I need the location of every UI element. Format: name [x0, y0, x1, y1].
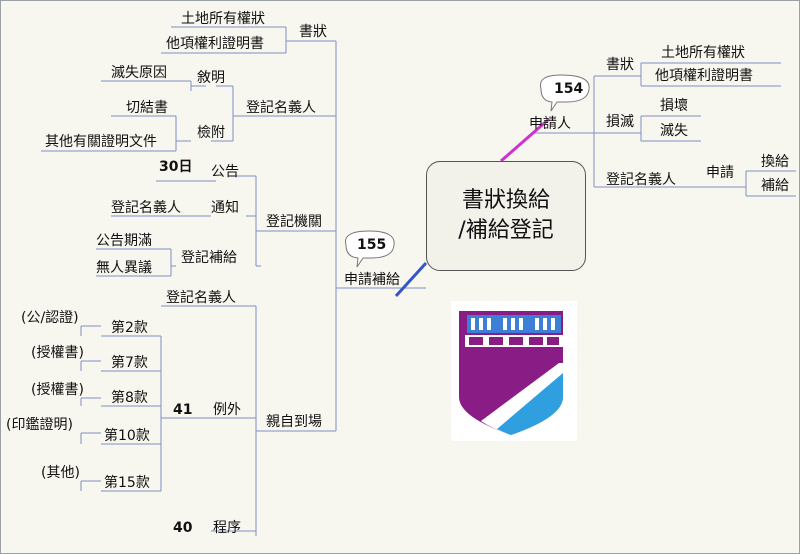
node-office: 登記機關	[266, 214, 322, 230]
node-right-land-deed: 土地所有權狀	[661, 45, 745, 61]
central-line-2: /補給登記	[458, 218, 554, 243]
node-period-end: 公告期滿	[96, 233, 152, 249]
node-left-other-cert: 他項權利證明書	[166, 36, 264, 52]
logo	[451, 301, 577, 441]
node-apply-replace: 申請補給	[344, 272, 400, 288]
node-left-registrant-2: 登記名義人	[166, 290, 236, 306]
bubble-155: 155	[357, 237, 387, 253]
node-30-days: 30日	[159, 159, 193, 175]
node-replace: 補給	[761, 178, 789, 194]
node-item-15: 第15款	[104, 475, 150, 491]
node-damaged: 損壞	[660, 98, 688, 114]
node-notify: 通知	[211, 200, 239, 216]
node-left-registrant: 登記名義人	[246, 100, 316, 116]
node-note-2: (公/認證)	[21, 310, 79, 326]
node-note-7: (授權書)	[31, 345, 84, 361]
node-lost: 滅失	[660, 123, 688, 139]
node-statement: 敘明	[197, 70, 225, 86]
node-no-objection: 無人異議	[96, 260, 152, 276]
node-exception: 例外	[213, 402, 241, 418]
node-procedure-number: 40	[173, 520, 193, 536]
node-notify-target: 登記名義人	[111, 200, 181, 216]
node-right-other-cert: 他項權利證明書	[655, 68, 753, 84]
node-right-registrant: 登記名義人	[606, 172, 676, 188]
node-left-land-deed: 土地所有權狀	[181, 11, 265, 27]
node-item-7: 第7款	[111, 355, 148, 371]
node-left-title-deed: 書狀	[299, 24, 327, 40]
node-announce: 公告	[211, 164, 239, 180]
node-item-10: 第10款	[104, 428, 150, 444]
node-item-2: 第2款	[111, 320, 148, 336]
node-loss-reason: 滅失原因	[111, 65, 167, 81]
node-note-15: (其他)	[41, 465, 80, 481]
node-damage: 損滅	[606, 114, 634, 130]
logo-emblem-icon	[459, 311, 563, 435]
central-line-1: 書狀換給	[461, 188, 550, 213]
node-right-title-deed: 書狀	[606, 57, 634, 73]
central-topic: 書狀換給 /補給登記	[426, 161, 586, 271]
node-item-8: 第8款	[111, 390, 148, 406]
node-in-person: 親自到場	[266, 414, 322, 430]
node-note-8: (授權書)	[31, 382, 84, 398]
node-reissue: 換給	[761, 154, 789, 170]
node-note-10: (印鑑證明)	[6, 417, 73, 433]
node-register-replace: 登記補給	[181, 250, 237, 266]
bubble-154: 154	[554, 81, 584, 97]
node-affidavit: 切結書	[126, 100, 168, 116]
node-applicant: 申請人	[529, 116, 571, 132]
node-other-docs: 其他有關證明文件	[45, 134, 157, 150]
node-attach: 檢附	[197, 125, 225, 141]
node-procedure: 程序	[213, 520, 241, 536]
node-apply: 申請	[706, 165, 734, 181]
node-exception-number: 41	[173, 402, 193, 418]
